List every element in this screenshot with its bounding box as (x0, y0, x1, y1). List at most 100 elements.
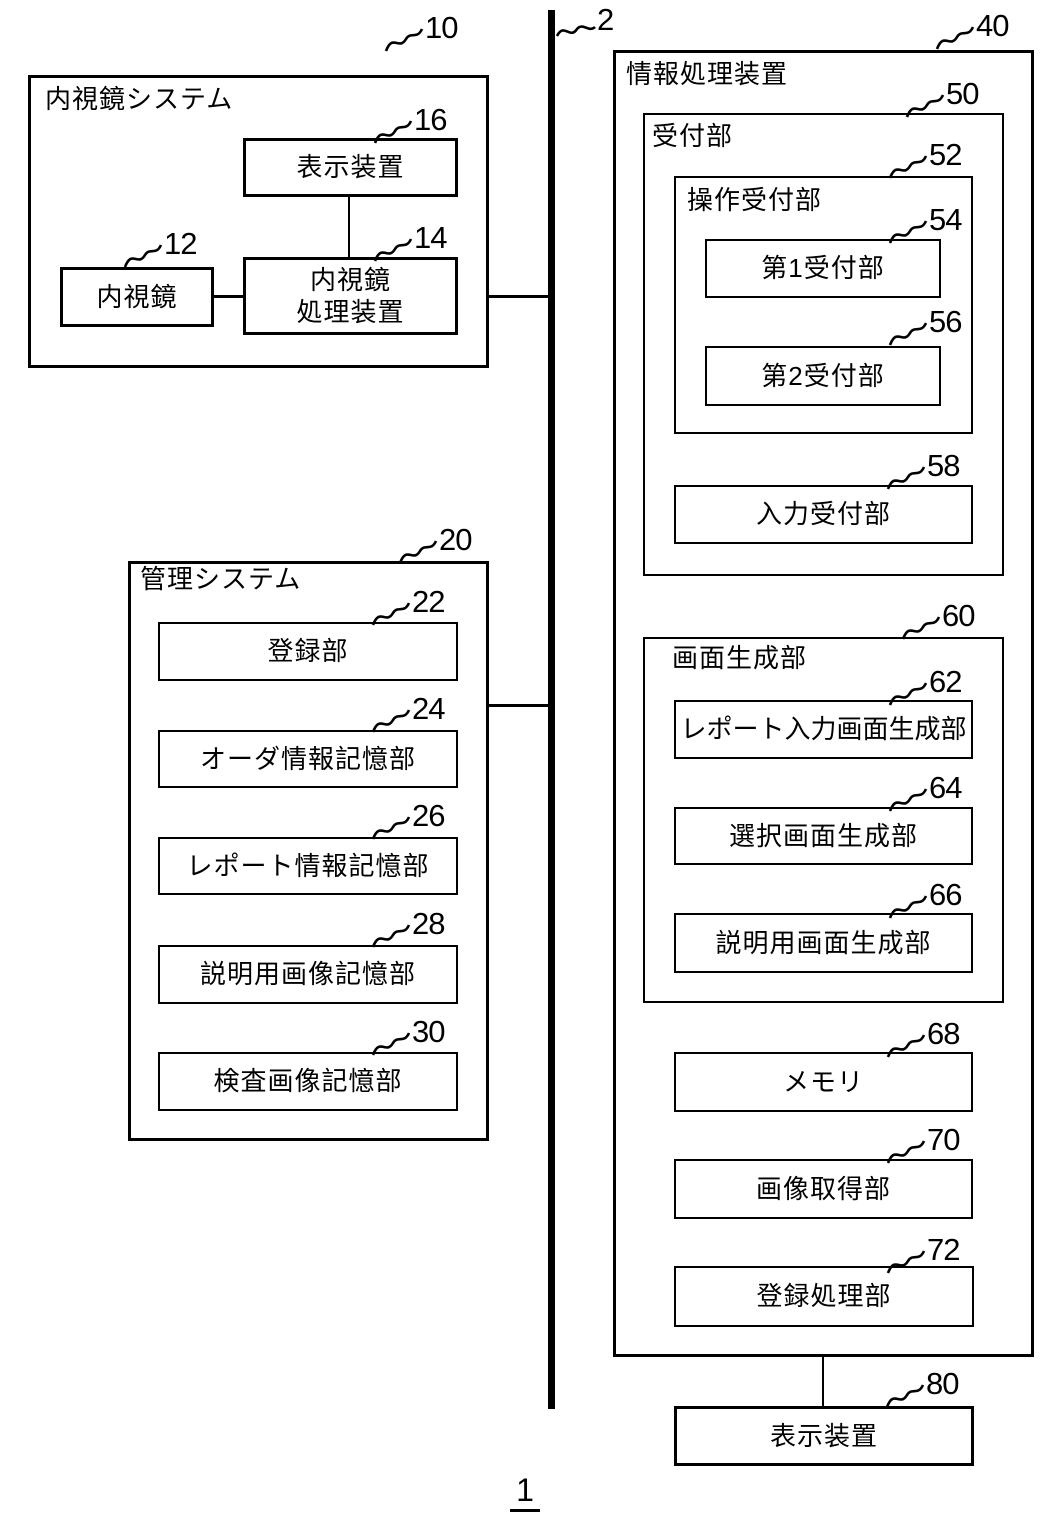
operation-reception-title: 操作受付部 (687, 185, 823, 215)
ref-number: 72 (927, 1232, 960, 1267)
ref-number: 80 (926, 1366, 959, 1401)
ref-number: 64 (929, 770, 962, 805)
registration-unit-box: 登録部 (158, 622, 458, 681)
first-reception-box: 第1受付部 (705, 239, 941, 298)
input-reception-box: 入力受付部 (674, 485, 973, 544)
endoscope-system-title: 内視鏡システム (45, 84, 234, 114)
memory-label: メモリ (782, 1066, 864, 1097)
ref-selection-screen-generator: 64 (888, 770, 962, 813)
endoscope-processor-box: 内視鏡 処理装置 (243, 257, 458, 335)
ref-registration-unit: 22 (371, 584, 445, 627)
information-processor-title: 情報処理装置 (626, 59, 789, 89)
tilde-icon (371, 709, 411, 733)
report-input-screen-generator-box: レポート入力画面生成部 (674, 700, 973, 759)
ref-number: 60 (942, 598, 975, 633)
figure-number: 1 (510, 1474, 540, 1512)
ref-display-device: 16 (373, 102, 447, 145)
tilde-icon (371, 924, 411, 948)
image-acquisition-box: 画像取得部 (674, 1159, 973, 1219)
display-device-box: 表示装置 (243, 138, 458, 197)
tilde-icon (373, 120, 413, 144)
explanation-screen-generator-box: 説明用画面生成部 (674, 913, 973, 973)
tilde-icon (888, 155, 928, 179)
ref-number: 16 (414, 102, 447, 137)
explanation-screen-generator-label: 説明用画面生成部 (715, 927, 932, 958)
tilde-icon (935, 26, 975, 50)
ref-screen-generator: 60 (901, 598, 975, 641)
connector-endoscope-system-bus (488, 295, 548, 298)
ref-number: 54 (929, 202, 962, 237)
examination-image-storage-label: 検査画像記憶部 (213, 1066, 403, 1097)
ref-number: 56 (929, 304, 962, 339)
ref-endoscope-system: 10 (384, 10, 458, 53)
ref-endoscope: 12 (123, 226, 197, 269)
external-display-label: 表示装置 (769, 1420, 878, 1451)
tilde-icon (373, 238, 413, 262)
ref-first-reception: 54 (888, 202, 962, 245)
ref-reception-unit: 50 (905, 76, 979, 119)
ref-number: 22 (412, 584, 445, 619)
ref-image-acquisition: 70 (886, 1122, 960, 1165)
explanation-image-storage-box: 説明用画像記憶部 (158, 945, 458, 1004)
ref-number: 40 (976, 8, 1009, 43)
ref-number: 20 (439, 522, 472, 557)
external-display-box: 表示装置 (674, 1406, 974, 1466)
ref-external-display: 80 (885, 1366, 959, 1409)
ref-registration-processing: 72 (886, 1232, 960, 1275)
ref-report-info-storage: 26 (371, 798, 445, 841)
ref-report-input-screen-generator: 62 (888, 664, 962, 707)
report-info-storage-label: レポート情報記憶部 (186, 850, 430, 881)
tilde-icon (888, 895, 928, 919)
second-reception-label: 第2受付部 (761, 360, 885, 391)
ref-explanation-image-storage: 28 (371, 906, 445, 949)
tilde-icon (371, 1032, 411, 1056)
tilde-icon (371, 602, 411, 626)
input-reception-label: 入力受付部 (755, 499, 891, 530)
tilde-icon (888, 682, 928, 706)
ref-number: 26 (412, 798, 445, 833)
image-acquisition-label: 画像取得部 (755, 1173, 891, 1204)
memory-box: メモリ (674, 1052, 973, 1112)
selection-screen-generator-label: 選択画面生成部 (728, 820, 918, 851)
tilde-icon (905, 94, 945, 118)
ref-number: 2 (597, 2, 614, 37)
tilde-icon (556, 25, 596, 37)
ref-management-system: 20 (398, 522, 472, 565)
connector-management-system-bus (488, 704, 548, 707)
tilde-icon (886, 1034, 926, 1058)
registration-processing-box: 登録処理部 (674, 1266, 974, 1327)
tilde-icon (885, 1384, 925, 1408)
ref-number: 66 (929, 877, 962, 912)
explanation-image-storage-label: 説明用画像記憶部 (199, 959, 416, 990)
endoscope-label: 内視鏡 (96, 281, 178, 312)
ref-number: 28 (412, 906, 445, 941)
ref-number: 50 (946, 76, 979, 111)
tilde-icon (123, 244, 163, 268)
ref-operation-reception: 52 (888, 139, 962, 180)
connector-display-processor (348, 196, 350, 258)
endoscope-box: 内視鏡 (60, 267, 214, 327)
first-reception-label: 第1受付部 (761, 253, 885, 284)
network-bus-line (548, 10, 555, 1409)
ref-number: 10 (425, 10, 458, 45)
reception-unit-title: 受付部 (652, 121, 734, 151)
ref-input-reception: 58 (886, 450, 960, 491)
report-input-screen-generator-label: レポート入力画面生成部 (680, 714, 967, 745)
tilde-icon (384, 28, 424, 52)
order-info-storage-label: オーダ情報記憶部 (199, 743, 416, 774)
screen-generator-title: 画面生成部 (672, 643, 808, 673)
connector-endoscope-processor (213, 295, 243, 298)
tilde-icon (888, 788, 928, 812)
tilde-icon (398, 540, 438, 564)
examination-image-storage-box: 検査画像記憶部 (158, 1052, 458, 1111)
tilde-icon (888, 220, 928, 244)
management-system-title: 管理システム (140, 564, 302, 594)
tilde-icon (886, 1140, 926, 1164)
order-info-storage-box: オーダ情報記憶部 (158, 730, 458, 788)
tilde-icon (886, 466, 926, 490)
ref-information-processor: 40 (935, 8, 1009, 51)
ref-number: 62 (929, 664, 962, 699)
ref-number: 12 (164, 226, 197, 261)
ref-number: 70 (927, 1122, 960, 1157)
